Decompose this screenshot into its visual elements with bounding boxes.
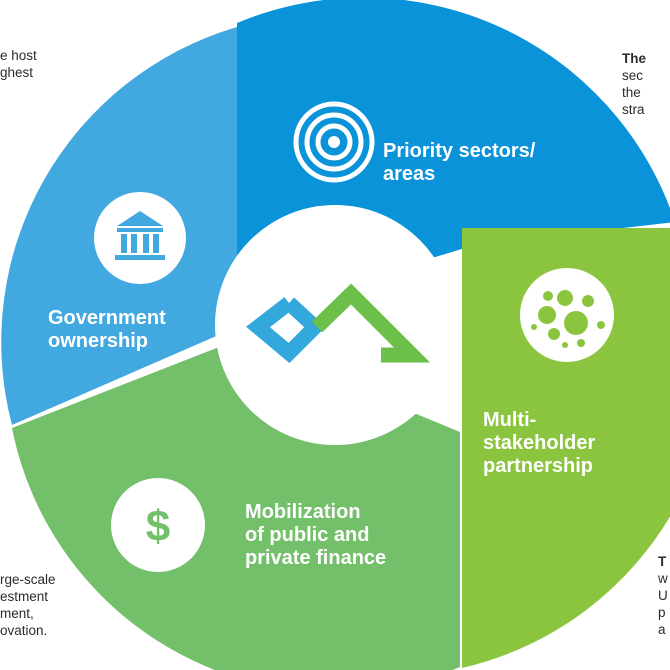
- top-left-text: e host ghest: [0, 47, 37, 81]
- partnership-label-line-2: stakeholder: [483, 432, 596, 454]
- finance-label: Mobilization of public and private finan…: [245, 501, 386, 570]
- bottom-right-line-5: a: [658, 622, 666, 637]
- infinity-loop-logo: [246, 283, 431, 364]
- bottom-left-line-3: ment,: [0, 606, 34, 621]
- dollar-icon: $: [111, 478, 205, 572]
- priority-label-line-1: Priority sectors/: [383, 140, 536, 162]
- priority-sectors-label: Priority sectors/ areas: [383, 140, 535, 186]
- bottom-left-line-1: rge-scale: [0, 572, 56, 587]
- bottom-right-line-1: T: [658, 554, 667, 569]
- bottom-left-line-2: estment: [0, 589, 49, 604]
- bottom-left-text: rge-scale estment ment, ovation.: [0, 571, 56, 639]
- top-left-line-1: e host: [0, 48, 37, 63]
- bottom-right-line-3: U: [658, 588, 668, 603]
- partnership-label-line-3: partnership: [483, 455, 594, 477]
- segment-partnership: [462, 228, 670, 668]
- finance-label-line-2: of public and: [245, 524, 370, 546]
- government-label-line-1: Government: [48, 307, 166, 329]
- top-right-line-4: stra: [622, 102, 645, 117]
- partnership-label-line-1: Multi-: [483, 409, 537, 431]
- center-circle: [215, 205, 455, 445]
- government-ownership-label: Government ownership: [48, 307, 166, 353]
- network-dots-icon: [520, 268, 614, 362]
- finance-label-line-1: Mobilization: [245, 501, 361, 523]
- top-left-line-2: ghest: [0, 65, 34, 80]
- priority-label-line-2: areas: [383, 163, 436, 185]
- top-right-text: The sec the stra: [622, 50, 646, 118]
- bottom-left-line-4: ovation.: [0, 623, 48, 638]
- target-icon: [293, 101, 375, 183]
- bank-building-icon: [94, 192, 186, 284]
- bottom-right-text: T w U p a: [658, 553, 668, 638]
- top-right-line-2: sec: [622, 68, 644, 83]
- top-right-line-3: the: [622, 85, 641, 100]
- partnership-label: Multi- stakeholder partnership: [483, 409, 595, 478]
- bottom-right-line-4: p: [658, 605, 666, 620]
- top-right-line-1: The: [622, 51, 647, 66]
- bottom-right-line-2: w: [658, 571, 668, 586]
- svg-text:$: $: [146, 502, 170, 551]
- government-label-line-2: ownership: [48, 330, 149, 352]
- finance-label-line-3: private finance: [245, 547, 387, 569]
